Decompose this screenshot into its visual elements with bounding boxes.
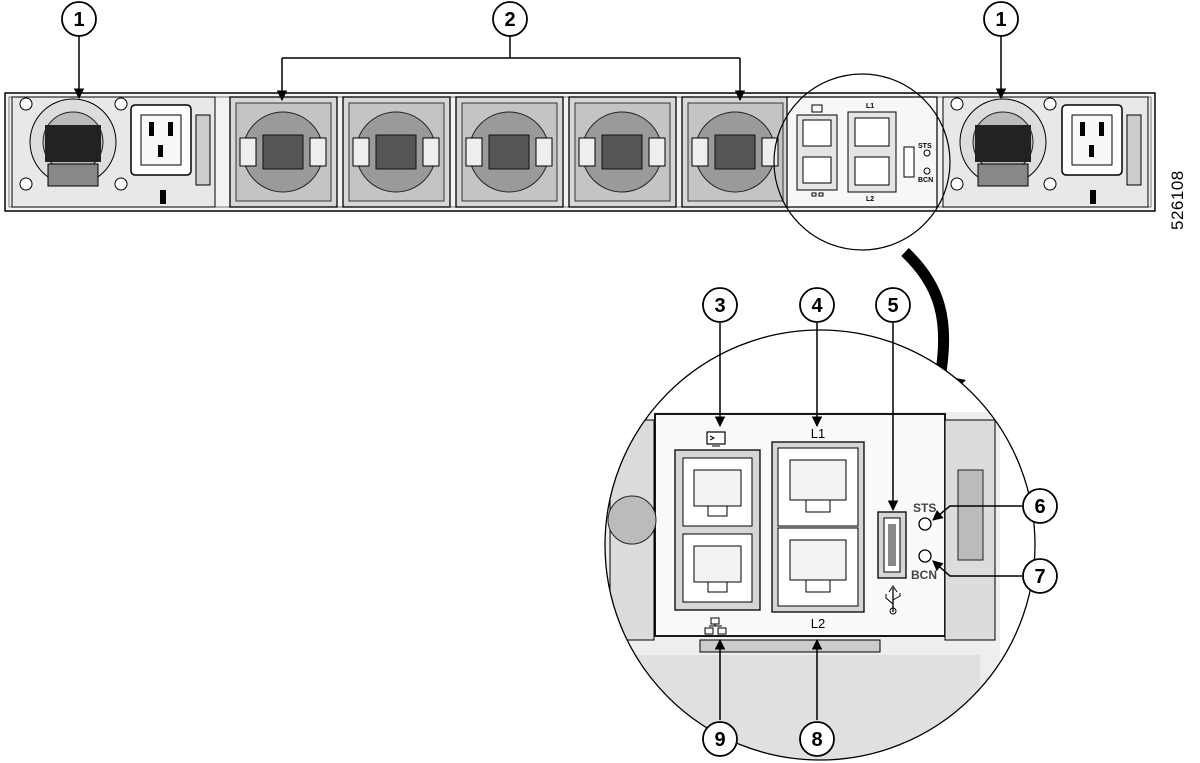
zoom-label-sts: STS [913,501,936,515]
leader-lines [73,36,1022,720]
callout-6: 6 [1022,488,1058,524]
power-supply-left [11,96,216,208]
fan-module [681,96,790,208]
svg-text:5: 5 [887,295,898,317]
zoom-label-bcn: BCN [911,568,937,582]
usb-icon [885,585,901,615]
chassis-label-sts: STS [918,143,932,150]
callout-7: 7 [1022,558,1058,594]
usb-port [877,511,907,579]
svg-text:9: 9 [714,729,725,751]
svg-text:2: 2 [504,9,515,31]
callout-3: 3 [702,287,738,323]
network-icon [704,617,727,635]
network-icon [811,192,824,197]
callout-4: 4 [799,287,835,323]
ac-power-inlet-right [1061,104,1123,176]
callout-8: 8 [799,721,835,757]
management-panel: L1 L2 STS BCN [786,96,938,208]
power-supply-right [942,96,1149,208]
figure-id: 526108 [1168,170,1187,230]
svg-text:8: 8 [811,729,822,751]
svg-text:1: 1 [73,9,84,31]
fan-module [229,96,338,208]
callout-1-left: 1 [61,1,97,37]
fan-module [342,96,451,208]
callout-1-right: 1 [983,1,1019,37]
chassis-label-l2: L2 [866,196,874,203]
zoom-label-l2: L2 [811,616,825,631]
bcn-led [918,549,932,563]
ac-power-inlet-left [130,104,192,176]
magnify-circle-small [773,73,951,251]
callout-9: 9 [702,721,738,757]
zoom-label-l1: L1 [811,426,825,441]
callout-5: 5 [875,287,911,323]
sts-led [918,517,932,531]
callout-2: 2 [492,1,528,37]
fan-module [568,96,677,208]
console-port-cage [674,449,761,611]
svg-text:1: 1 [995,9,1006,31]
fan-module [455,96,564,208]
svg-text:7: 7 [1034,566,1045,588]
svg-text:6: 6 [1034,496,1045,518]
console-icon [811,104,823,113]
console-icon [706,431,726,447]
l1-l2-port-cage [771,441,865,613]
chassis-label-l1: L1 [866,103,874,110]
chassis-label-bcn: BCN [918,177,933,184]
svg-text:4: 4 [811,295,823,317]
svg-text:3: 3 [714,295,725,317]
